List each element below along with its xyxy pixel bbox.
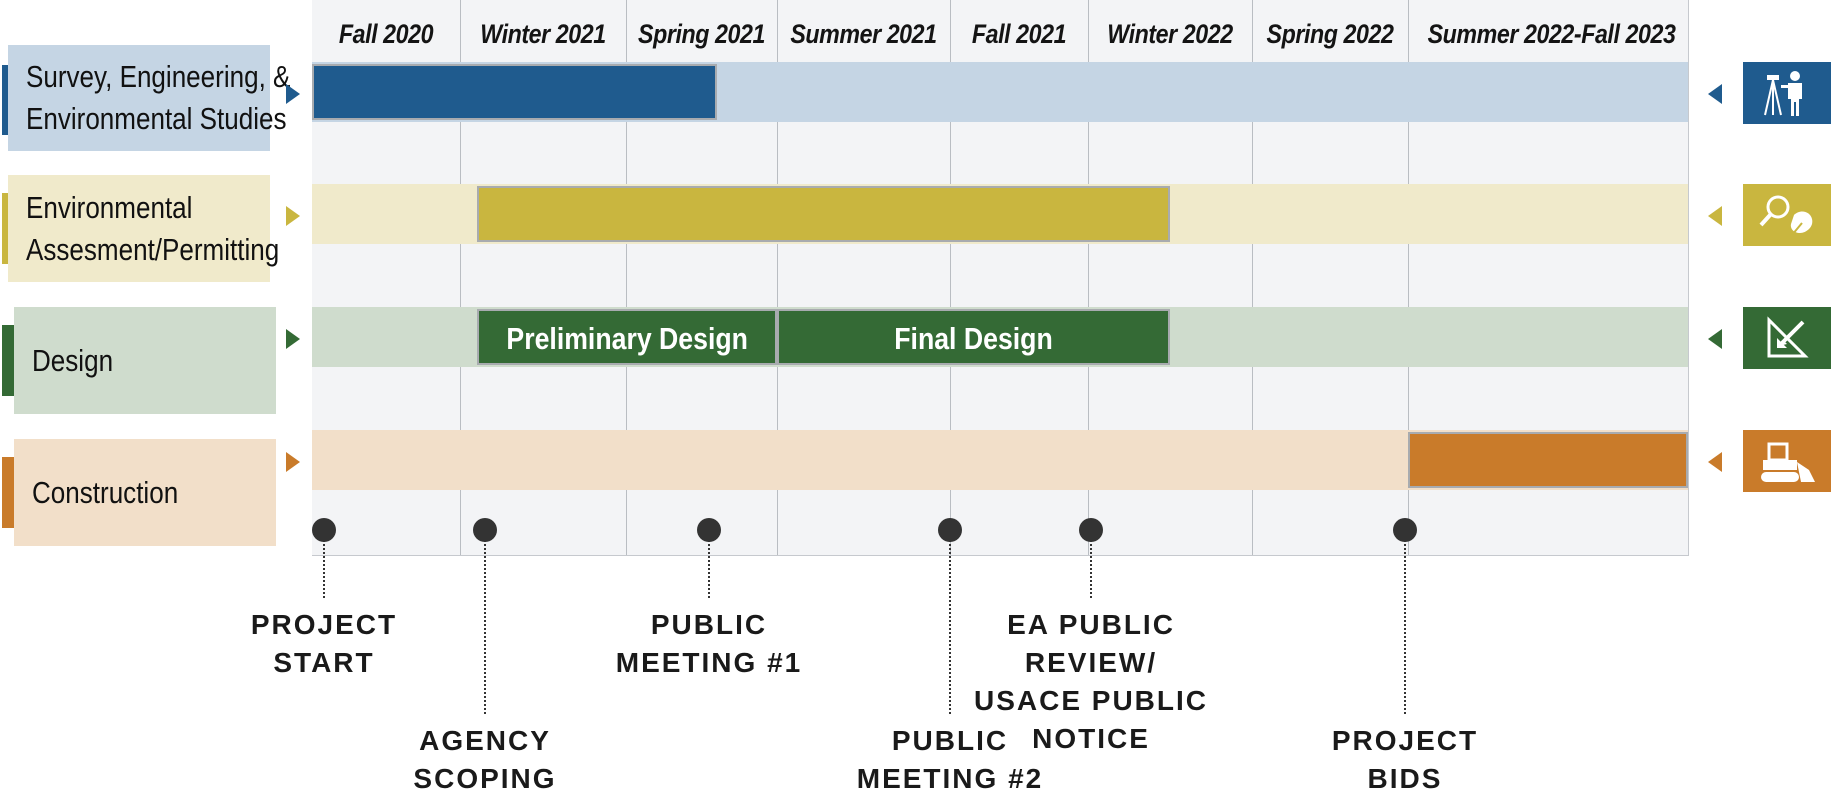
period-header: Summer 2021 [790, 19, 937, 49]
lane-arrow-right-icon [286, 329, 300, 349]
lane-bar-construction [1408, 432, 1688, 488]
lane-bar-design-1: Final Design [777, 309, 1170, 365]
lane-label-text: Environmental [26, 189, 193, 225]
lane-label-text: Assesment/Permitting [26, 231, 280, 267]
lane-arrow-right-icon [286, 452, 300, 472]
milestone-connector [323, 540, 325, 598]
period-divider [1088, 0, 1089, 555]
milestone-label: PROJECT BIDS [1255, 722, 1555, 798]
milestone-label-line: USACE PUBLIC [973, 685, 1208, 716]
period-header: Fall 2020 [338, 19, 434, 49]
drafting-icon [1743, 307, 1831, 369]
lane-bar-survey [312, 64, 717, 120]
milestone-label-line: NOTICE [1032, 723, 1150, 754]
milestone-label-line: EA PUBLIC REVIEW/ [1007, 609, 1175, 678]
period-divider [950, 0, 951, 555]
lane-arrow-right-icon [286, 206, 300, 226]
milestone-label: EA PUBLIC REVIEW/USACE PUBLIC NOTICE [941, 606, 1241, 758]
lane-arrow-right-icon [286, 84, 300, 104]
period-divider [777, 0, 778, 555]
lane-bar-environmental [476, 186, 1170, 242]
lane-arrow-left-icon [1708, 329, 1722, 349]
lane-arrow-left-icon [1708, 84, 1722, 104]
lane-bar-design-0: Preliminary Design [476, 309, 777, 365]
period-header: Spring 2021 [638, 19, 765, 49]
lane-arrow-left-icon [1708, 206, 1722, 226]
lane-accent-design [2, 325, 14, 396]
milestone-connector [949, 540, 951, 714]
milestone-label: PUBLIC MEETING #1 [559, 606, 859, 682]
milestone-connector [1090, 540, 1092, 598]
lane-label-text: Environmental Studies [26, 101, 287, 136]
lane-label-design: Design [14, 307, 276, 414]
milestone-label-line: PUBLIC [650, 609, 768, 640]
bar-label: Final Design [894, 321, 1053, 356]
milestone-marker [938, 518, 962, 542]
period-header: Winter 2021 [480, 19, 606, 49]
magnifier-leaf-icon [1743, 184, 1831, 246]
period-header: Spring 2022 [1266, 19, 1394, 49]
lane-label-text: Design [32, 342, 114, 378]
lane-label-text: Survey, Engineering, & [26, 59, 291, 94]
timeline-grid: Fall 2020 Winter 2021 Spring 2021 Summer 20… [312, 0, 1689, 556]
milestone-label: PUBLIC MEETING #2 [800, 722, 1100, 798]
milestone-label-line: MEETING #2 [856, 763, 1044, 794]
period-header: Winter 2022 [1107, 19, 1233, 49]
milestone-label-line: PROJECT [1331, 725, 1479, 756]
lane-accent-construction [2, 457, 14, 528]
milestone-connector [708, 540, 710, 598]
surveyor-icon [1743, 62, 1831, 124]
milestone-label: PROJECT START [174, 606, 474, 682]
bar-label: Preliminary Design [506, 321, 748, 356]
milestone-marker [473, 518, 497, 542]
milestone-marker [697, 518, 721, 542]
lane-label-text: Construction [32, 474, 179, 510]
milestone-label: AGENCY SCOPING [335, 722, 635, 798]
milestone-marker [312, 518, 336, 542]
period-divider [626, 0, 627, 555]
milestone-connector [484, 540, 486, 714]
period-divider [1252, 0, 1253, 555]
milestone-label-line: MEETING #1 [615, 647, 803, 678]
milestone-label-line: PROJECT [250, 609, 398, 640]
milestone-label-line: AGENCY [419, 725, 551, 756]
period-header: Summer 2022-Fall 2023 [1427, 19, 1676, 49]
milestone-label-line: PUBLIC [891, 725, 1009, 756]
period-divider [1408, 0, 1409, 555]
lane-arrow-left-icon [1708, 452, 1722, 472]
milestone-label-line: BIDS [1367, 763, 1443, 794]
milestone-marker [1079, 518, 1103, 542]
period-divider [460, 0, 461, 555]
lane-label-construction: Construction [14, 439, 276, 546]
lane-label-survey: Survey, Engineering, & Environmental Stud… [8, 45, 291, 151]
milestone-connector [1404, 540, 1406, 714]
milestone-label-line: START [273, 647, 375, 678]
milestone-label-line: SCOPING [413, 763, 557, 794]
period-header: Fall 2021 [971, 19, 1067, 49]
milestone-marker [1393, 518, 1417, 542]
bulldozer-icon [1743, 430, 1831, 492]
